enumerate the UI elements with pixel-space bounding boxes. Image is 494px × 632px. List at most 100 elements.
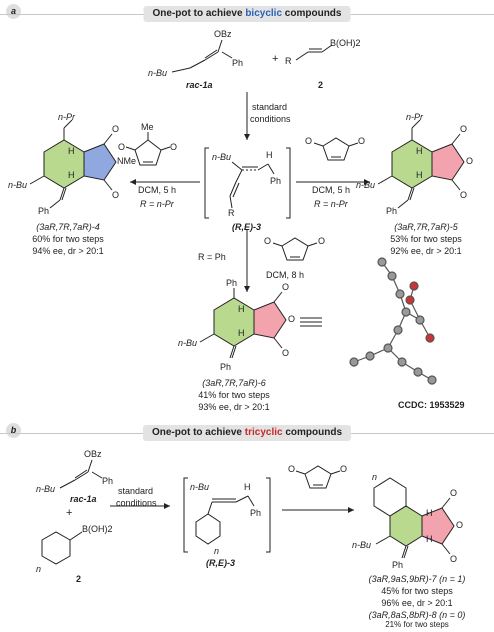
plus-sign-b: +	[66, 507, 73, 519]
intermediate-r: R	[228, 208, 235, 218]
product-7-ee: 96% ee, dr > 20:1	[381, 598, 453, 608]
conditions-label-a: conditions	[250, 114, 291, 124]
intermediate-bracket-b	[183, 477, 271, 553]
cycloalkenylboronic-acid-structure	[41, 531, 83, 565]
product-5-npr: n-Pr	[406, 112, 424, 122]
r-label-a: R	[285, 56, 292, 66]
tricyclic-ph: Ph	[392, 560, 404, 570]
anhydride-o-down-left: O	[264, 236, 272, 246]
product-6-o-ring: O	[288, 314, 296, 324]
nbu-label-a: n-Bu	[148, 68, 168, 78]
intermediate-b-h: H	[244, 482, 251, 492]
panel-a-badge: a	[6, 4, 21, 19]
product-6-h-bottom: H	[238, 328, 245, 338]
panel-b-badge: b	[6, 423, 21, 438]
product-6-o-bottom: O	[282, 348, 290, 358]
plus-sign-a: +	[272, 53, 279, 65]
product-5-nbu: n-Bu	[356, 180, 376, 190]
boronic-acid-label-b: B(OH)2	[82, 524, 113, 534]
product-4-name: (3aR,7R,7aR)-4	[36, 222, 100, 232]
intermediate-bracket-a	[204, 147, 291, 219]
product-4-o-top: O	[112, 124, 120, 134]
panel-b-header: One-pot to achieve tricyclic compounds	[0, 424, 494, 442]
tricyclic-h-bottom: H	[426, 534, 433, 544]
anhydride-o-right: O	[358, 136, 366, 146]
product-4-npr: n-Pr	[58, 112, 76, 122]
ccdc-label: CCDC: 1953529	[398, 400, 465, 410]
product-6-o-top: O	[282, 282, 290, 292]
down-reagent-conditions: DCM, 8 h	[266, 270, 305, 280]
propargyl-benzoate-structure-b	[59, 459, 103, 489]
crystal-structure-model	[349, 257, 437, 385]
tricyclic-n: n	[372, 472, 378, 482]
anhydride-b-o-right: O	[340, 464, 348, 474]
anhydride-o-down-right: O	[318, 236, 326, 246]
product-4-o-bottom: O	[112, 190, 120, 200]
standard-label-a: standard	[252, 102, 288, 112]
vinylboronic-acid-structure-a	[295, 44, 333, 61]
product-4-yield: 60% for two steps	[32, 234, 104, 244]
maleic-anhydride-structure-b	[295, 465, 341, 489]
left-reagent-conditions: DCM, 5 h	[138, 185, 177, 195]
product-6-structure	[199, 288, 322, 359]
tricyclic-o-bottom: O	[450, 554, 458, 564]
intermediate-label-a: (R,E)-3	[232, 222, 261, 232]
tricyclic-o-ring: O	[456, 520, 464, 530]
tricyclic-nbu: n-Bu	[352, 540, 372, 550]
product-5-h-bottom: H	[416, 170, 423, 180]
product-5-ph: Ph	[386, 206, 398, 216]
tricyclic-o-top: O	[450, 488, 458, 498]
intermediate-ph: Ph	[270, 176, 282, 186]
panel-a-header: One-pot to achieve bicyclic compounds	[0, 5, 494, 23]
product-7-name: (3aR,9aS,9bR)-7 (n = 1)	[368, 574, 466, 584]
propargyl-benzoate-structure-a	[171, 39, 233, 73]
product-5-o-top: O	[460, 124, 468, 134]
product-5-yield: 53% for two steps	[390, 234, 462, 244]
product-6-ee: 93% ee, dr > 20:1	[198, 402, 270, 412]
imide-o-right: O	[170, 142, 178, 152]
product-6-nbu: n-Bu	[178, 338, 198, 348]
product-5-o-bottom: O	[460, 190, 468, 200]
product-4-ph: Ph	[38, 206, 50, 216]
product-4-nbu: n-Bu	[8, 180, 28, 190]
product-6-h-top: H	[238, 304, 245, 314]
ph-label-b: Ph	[102, 476, 114, 486]
imide-o-left: O	[118, 142, 126, 152]
panel-b-title: One-pot to achieve tricyclic compounds	[142, 425, 352, 441]
tricyclic-product-structure	[373, 477, 455, 559]
intermediate-h: H	[266, 150, 273, 160]
down-r-group: R = Ph	[198, 252, 226, 262]
product-7-yield: 45% for two steps	[381, 586, 453, 596]
boronic-acid-label-a: B(OH)2	[330, 38, 361, 48]
anhydride-o-left: O	[305, 136, 313, 146]
product-6-ph-bottom: Ph	[220, 362, 232, 372]
me-label: Me	[141, 122, 154, 132]
maleic-anhydride-structure-right	[313, 137, 359, 161]
obz-label-a: OBz	[214, 29, 232, 39]
maleic-anhydride-structure-down	[272, 237, 318, 261]
intermediate-nbu: n-Bu	[212, 152, 232, 162]
product-8-name: (3aR,8aS,8bR)-8 (n = 0)	[368, 610, 466, 620]
intermediate-label-b: (R,E)-3	[206, 558, 235, 568]
sm2-label-a: 2	[318, 80, 324, 90]
left-r-group: R = n-Pr	[140, 199, 174, 209]
right-reagent-conditions: DCM, 5 h	[312, 185, 351, 195]
product-4-structure	[29, 119, 117, 209]
sm2-label-b: 2	[76, 574, 82, 584]
sm1-label-a: rac-1a	[186, 80, 213, 90]
conditions-label-b: conditions	[116, 498, 157, 508]
product-4-ee: 94% ee, dr > 20:1	[32, 246, 104, 256]
product-6-ph-top: Ph	[226, 278, 238, 288]
panel-a-title: One-pot to achieve bicyclic compounds	[143, 6, 351, 22]
ph-label-a: Ph	[232, 58, 244, 68]
intermediate-b-n: n	[214, 546, 220, 556]
tricyclic-h-top: H	[426, 508, 433, 518]
product-4-h-top: H	[68, 146, 75, 156]
product-4-nme: NMe	[117, 156, 137, 166]
ring-size-n-b: n	[36, 564, 42, 574]
product-4-h-bottom: H	[68, 170, 75, 180]
n-methylmaleimide-structure	[125, 132, 171, 166]
right-r-group: R = n-Pr	[314, 199, 348, 209]
product-5-structure	[377, 119, 465, 209]
